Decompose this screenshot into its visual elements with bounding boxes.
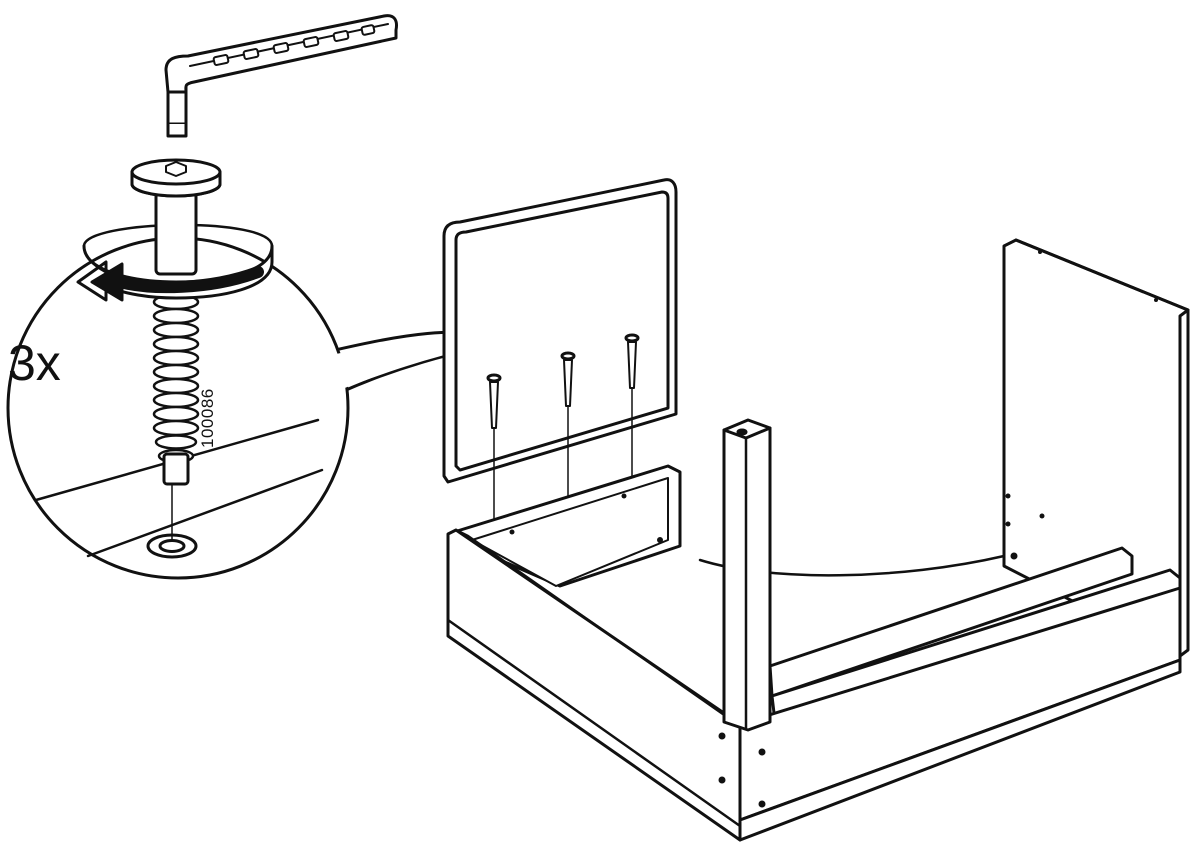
part-number-label: 100086 [198,388,217,448]
arrow-band-fill [114,266,264,294]
screw-2 [560,351,576,497]
allen-key-icon [164,14,398,138]
front-left-panel [446,528,742,842]
quantity-label: 3x [8,335,61,391]
mounting-holes [509,250,1158,808]
screw [130,158,222,486]
frame-panel [442,178,678,484]
detail-callout [6,14,526,580]
screw-3 [624,333,640,479]
corner-leg [722,418,772,732]
screws-set [486,333,640,521]
screw-1 [486,373,502,521]
rotation-arrow [76,244,274,302]
right-rail [768,546,1134,698]
cabinet-base [446,238,1190,842]
